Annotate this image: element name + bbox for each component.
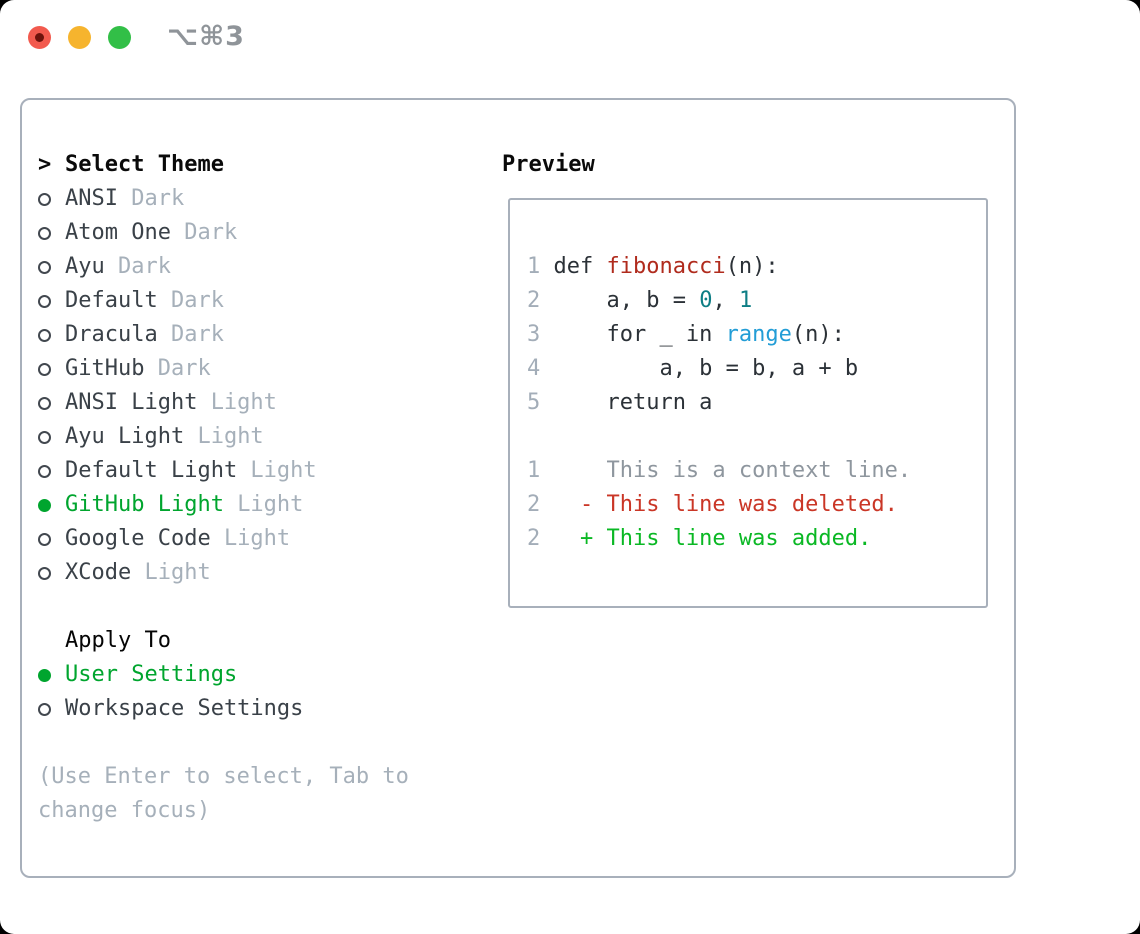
radio-icon bbox=[38, 328, 65, 342]
theme-variant: Dark bbox=[131, 186, 185, 211]
cursor-marker-icon: > bbox=[38, 152, 52, 177]
theme-option-github-dark[interactable]: GitHub Dark bbox=[38, 352, 409, 386]
line-number: 1 bbox=[527, 458, 541, 483]
radio-icon bbox=[38, 362, 65, 376]
radio-icon bbox=[38, 702, 65, 716]
code-line: 4 a, b = b, a + b bbox=[527, 352, 986, 386]
theme-variant: Dark bbox=[157, 356, 211, 381]
close-button[interactable] bbox=[28, 26, 51, 49]
line-number: 2 bbox=[527, 526, 541, 551]
theme-option-default-light[interactable]: Default Light Light bbox=[38, 454, 409, 488]
radio-icon bbox=[38, 226, 65, 240]
theme-name: Dracula bbox=[65, 322, 158, 347]
code-line: 3 for _ in range(n): bbox=[527, 318, 986, 352]
apply-option-label: Workspace Settings bbox=[65, 696, 304, 721]
theme-name: Google Code bbox=[65, 526, 211, 551]
theme-name: Ayu Light bbox=[65, 424, 185, 449]
radio-selected-icon bbox=[38, 498, 65, 512]
theme-variant: Light bbox=[210, 390, 277, 415]
preview-header: Preview bbox=[502, 152, 595, 177]
line-number: 1 bbox=[527, 254, 541, 279]
theme-option-ayu-light[interactable]: Ayu Light Light bbox=[38, 420, 409, 454]
theme-name: GitHub Light bbox=[65, 492, 224, 517]
theme-variant: Light bbox=[144, 560, 211, 585]
apply-option-label: User Settings bbox=[65, 662, 238, 687]
line-number: 2 bbox=[527, 492, 541, 517]
minimize-button[interactable] bbox=[68, 26, 91, 49]
theme-option-default-dark[interactable]: Default Dark bbox=[38, 284, 409, 318]
blank-line bbox=[527, 420, 986, 454]
theme-name: Atom One bbox=[65, 220, 171, 245]
line-number: 5 bbox=[527, 390, 541, 415]
line-number: 2 bbox=[527, 288, 541, 313]
apply-option-workspace-settings[interactable]: Workspace Settings bbox=[38, 692, 409, 726]
theme-option-ayu-dark[interactable]: Ayu Dark bbox=[38, 250, 409, 284]
builtin-token: range bbox=[725, 322, 792, 347]
theme-name: GitHub bbox=[65, 356, 145, 381]
theme-name: ANSI bbox=[65, 186, 118, 211]
theme-name: Default bbox=[65, 288, 158, 313]
theme-name: XCode bbox=[65, 560, 132, 585]
number-token: 1 bbox=[738, 288, 753, 313]
theme-name: Default Light bbox=[65, 458, 238, 483]
line-number: 4 bbox=[527, 356, 541, 381]
radio-icon bbox=[38, 532, 65, 546]
select-theme-header: > Select Theme bbox=[38, 148, 409, 182]
window-title: ⌥⌘3 bbox=[167, 21, 245, 52]
theme-variant: Light bbox=[197, 424, 264, 449]
theme-variant: Dark bbox=[117, 254, 171, 279]
diff-added-line: 2 + This line was added. bbox=[527, 522, 986, 556]
theme-variant: Light bbox=[250, 458, 317, 483]
theme-name: ANSI Light bbox=[65, 390, 198, 415]
theme-variant: Dark bbox=[170, 322, 224, 347]
theme-option-xcode[interactable]: XCode Light bbox=[38, 556, 409, 590]
theme-name: Ayu bbox=[65, 254, 105, 279]
apply-option-user-settings[interactable]: User Settings bbox=[38, 658, 409, 692]
code-line: 2 a, b = 0, 1 bbox=[527, 284, 986, 318]
radio-selected-icon bbox=[38, 668, 65, 682]
theme-variant: Dark bbox=[170, 288, 224, 313]
theme-option-dracula-dark[interactable]: Dracula Dark bbox=[38, 318, 409, 352]
radio-icon bbox=[38, 430, 65, 444]
theme-option-ansi-light[interactable]: ANSI Light Light bbox=[38, 386, 409, 420]
line-number: 3 bbox=[527, 322, 541, 347]
radio-icon bbox=[38, 464, 65, 478]
spacer bbox=[38, 726, 409, 760]
radio-icon bbox=[38, 192, 65, 206]
theme-option-github-light[interactable]: GitHub Light Light bbox=[38, 488, 409, 522]
radio-icon bbox=[38, 260, 65, 274]
section-title: Select Theme bbox=[65, 152, 224, 177]
theme-option-ansi-dark[interactable]: ANSI Dark bbox=[38, 182, 409, 216]
close-dot-icon bbox=[35, 33, 44, 42]
spacer bbox=[38, 590, 409, 624]
theme-variant: Light bbox=[237, 492, 304, 517]
radio-icon bbox=[38, 566, 65, 580]
radio-icon bbox=[38, 294, 65, 308]
code-line: 5 return a bbox=[527, 386, 986, 420]
zoom-button[interactable] bbox=[108, 26, 131, 49]
diff-deleted-line: 2 - This line was deleted. bbox=[527, 488, 986, 522]
diff-context-line: 1 This is a context line. bbox=[527, 454, 986, 488]
hint-line: change focus) bbox=[38, 798, 211, 823]
theme-option-google-code[interactable]: Google Code Light bbox=[38, 522, 409, 556]
number-token: 0 bbox=[699, 288, 713, 313]
radio-icon bbox=[38, 396, 65, 410]
theme-variant: Dark bbox=[184, 220, 238, 245]
apply-to-header: Apply To bbox=[38, 624, 409, 658]
theme-option-atom-one-dark[interactable]: Atom One Dark bbox=[38, 216, 409, 250]
section-title: Apply To bbox=[65, 628, 171, 653]
main-panel bbox=[20, 98, 1016, 878]
theme-variant: Light bbox=[223, 526, 291, 551]
hint-line: (Use Enter to select, Tab to bbox=[38, 764, 409, 789]
function-name-token: fibonacci bbox=[606, 254, 726, 279]
